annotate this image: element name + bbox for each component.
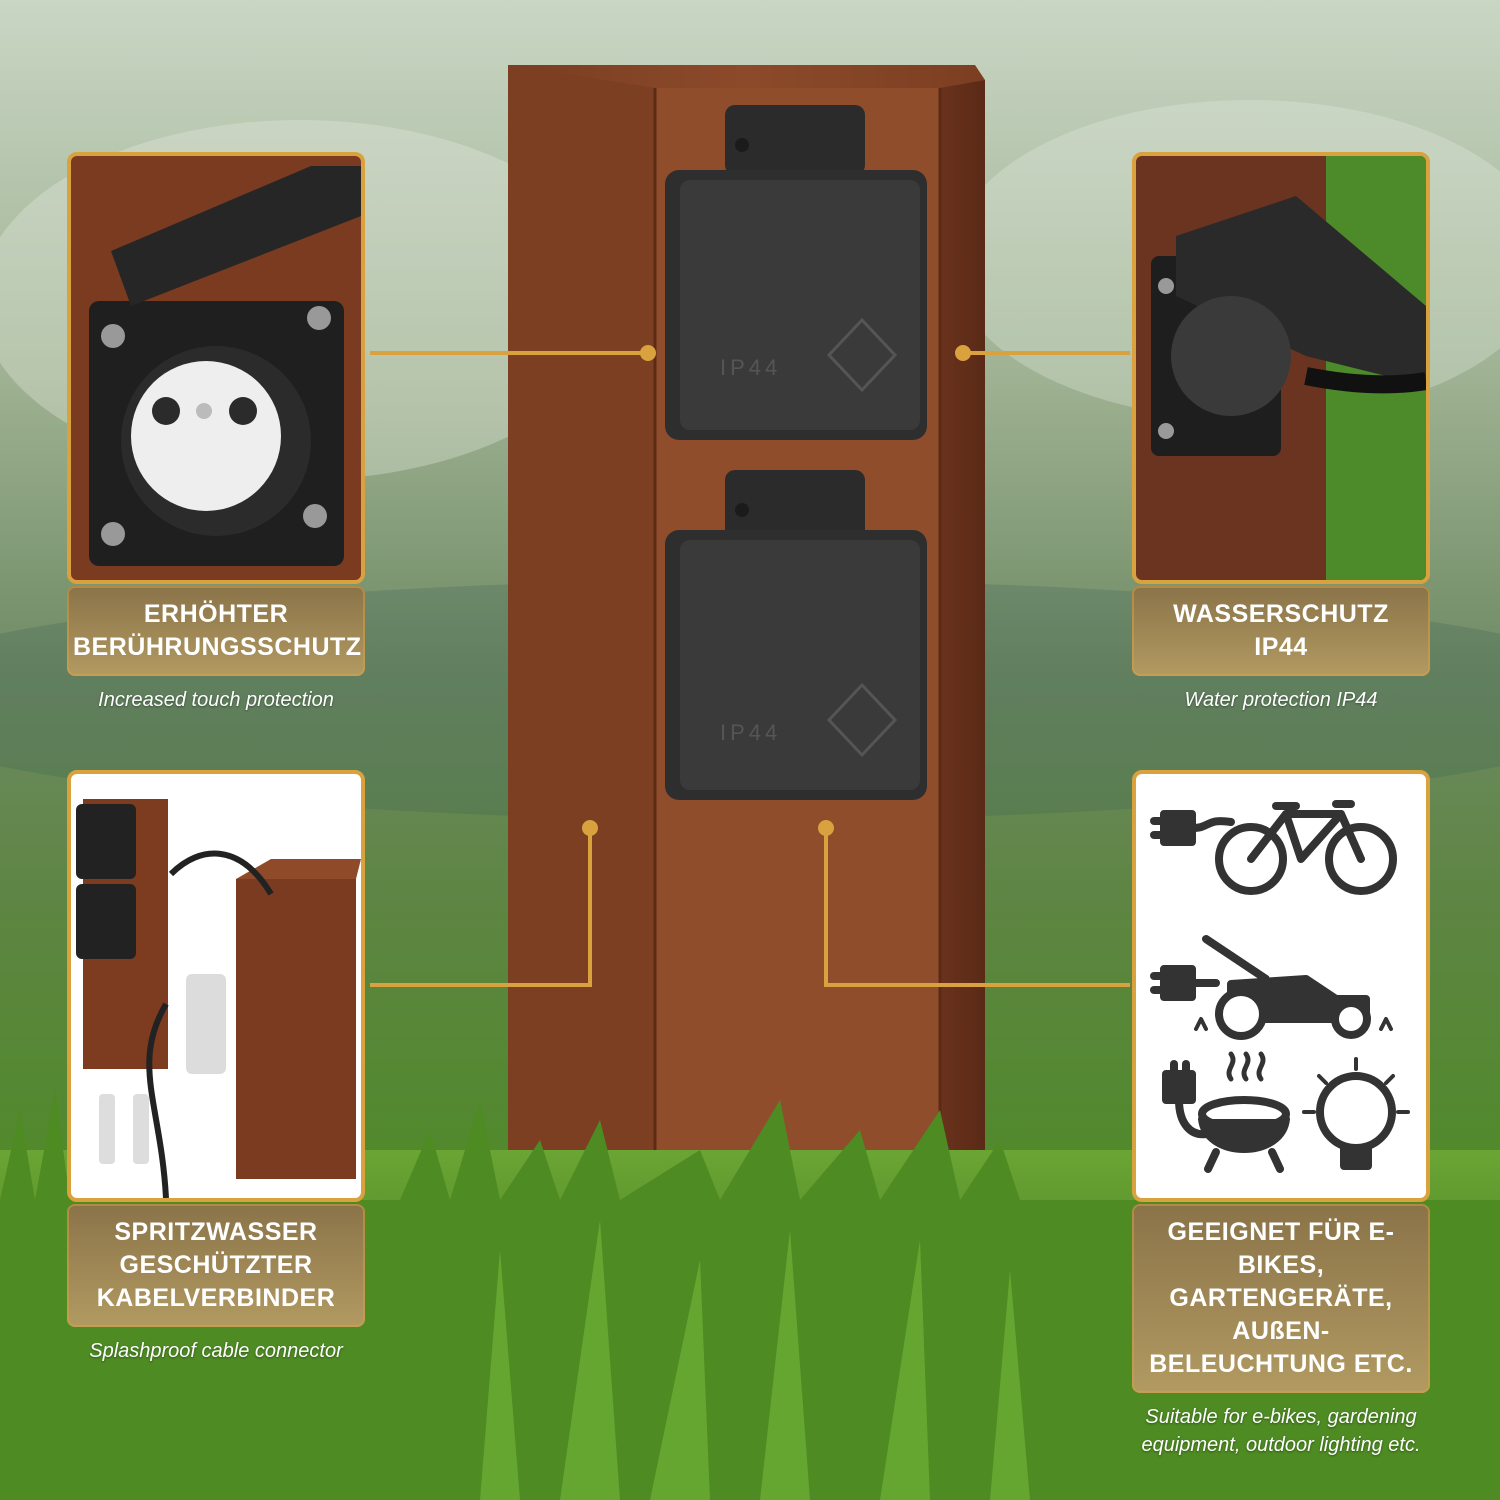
panel-water-protection: WASSERSCHUTZ IP44 Water protection IP44 — [1132, 152, 1430, 714]
panel-cable-connector: SPRITZWASSER GESCHÜTZTER KABELVERBINDER … — [67, 770, 365, 1365]
water-protection-title: WASSERSCHUTZ IP44 — [1132, 586, 1430, 676]
usage-subtitle-line-2: equipment, outdoor lighting etc. — [1141, 1434, 1421, 1456]
cable-title-line-2: GESCHÜTZTER — [119, 1251, 313, 1279]
usage-title-line-3: BELEUCHTUNG ETC. — [1149, 1350, 1413, 1378]
cable-title-line-3: KABELVERBINDER — [96, 1284, 336, 1312]
panel-usage: GEEIGNET FÜR E-BIKES, GARTENGERÄTE, AUßE… — [1132, 770, 1430, 1459]
lawnmower-icon — [1194, 935, 1393, 1040]
connector-lines — [370, 351, 1130, 987]
touch-protection-subtitle: Increased touch protection — [98, 689, 334, 711]
wet-socket-image — [1132, 152, 1430, 584]
panel-touch-protection: ERHÖHTER BERÜHRUNGSSCHUTZ Increased touc… — [67, 152, 365, 714]
lightbulb-icon — [1302, 1057, 1410, 1170]
water-title-line-2: IP44 — [1254, 633, 1308, 661]
grill-icon — [1198, 1051, 1290, 1173]
cable-connector-image — [67, 770, 365, 1202]
usage-title-line-1: GEEIGNET FÜR E-BIKES, — [1167, 1218, 1395, 1279]
socket-closeup-image — [67, 152, 365, 584]
usage-subtitle-line-1: Suitable for e-bikes, gardening — [1145, 1406, 1417, 1428]
usage-title: GEEIGNET FÜR E-BIKES, GARTENGERÄTE, AUßE… — [1132, 1204, 1430, 1393]
usage-title-line-2: GARTENGERÄTE, AUßEN- — [1169, 1284, 1393, 1345]
water-protection-subtitle: Water protection IP44 — [1184, 689, 1378, 711]
usage-subtitle: Suitable for e-bikes, gardening equipmen… — [1132, 1403, 1430, 1459]
plug-icon — [1150, 810, 1235, 846]
connector-dots — [582, 345, 971, 836]
cable-connector-subtitle: Splashproof cable connector — [89, 1340, 343, 1362]
plug-icon — [1162, 1060, 1210, 1139]
upper-socket-cover — [665, 105, 927, 440]
touch-protection-title: ERHÖHTER BERÜHRUNGSSCHUTZ — [67, 586, 365, 676]
touch-title-line-1: ERHÖHTER — [143, 600, 289, 628]
plug-icon — [1150, 965, 1220, 1001]
lower-socket-cover — [665, 470, 927, 800]
cable-connector-title: SPRITZWASSER GESCHÜTZTER KABELVERBINDER — [67, 1204, 365, 1327]
water-title-line-1: WASSERSCHUTZ — [1173, 600, 1389, 628]
usage-icons — [1132, 770, 1430, 1202]
cable-title-line-1: SPRITZWASSER — [114, 1218, 318, 1246]
upper-socket-label: IP44 — [720, 355, 781, 380]
touch-title-line-2: BERÜHRUNGSSCHUTZ — [73, 633, 362, 661]
ebike-icon — [1215, 800, 1397, 895]
lower-socket-label: IP44 — [720, 720, 781, 745]
